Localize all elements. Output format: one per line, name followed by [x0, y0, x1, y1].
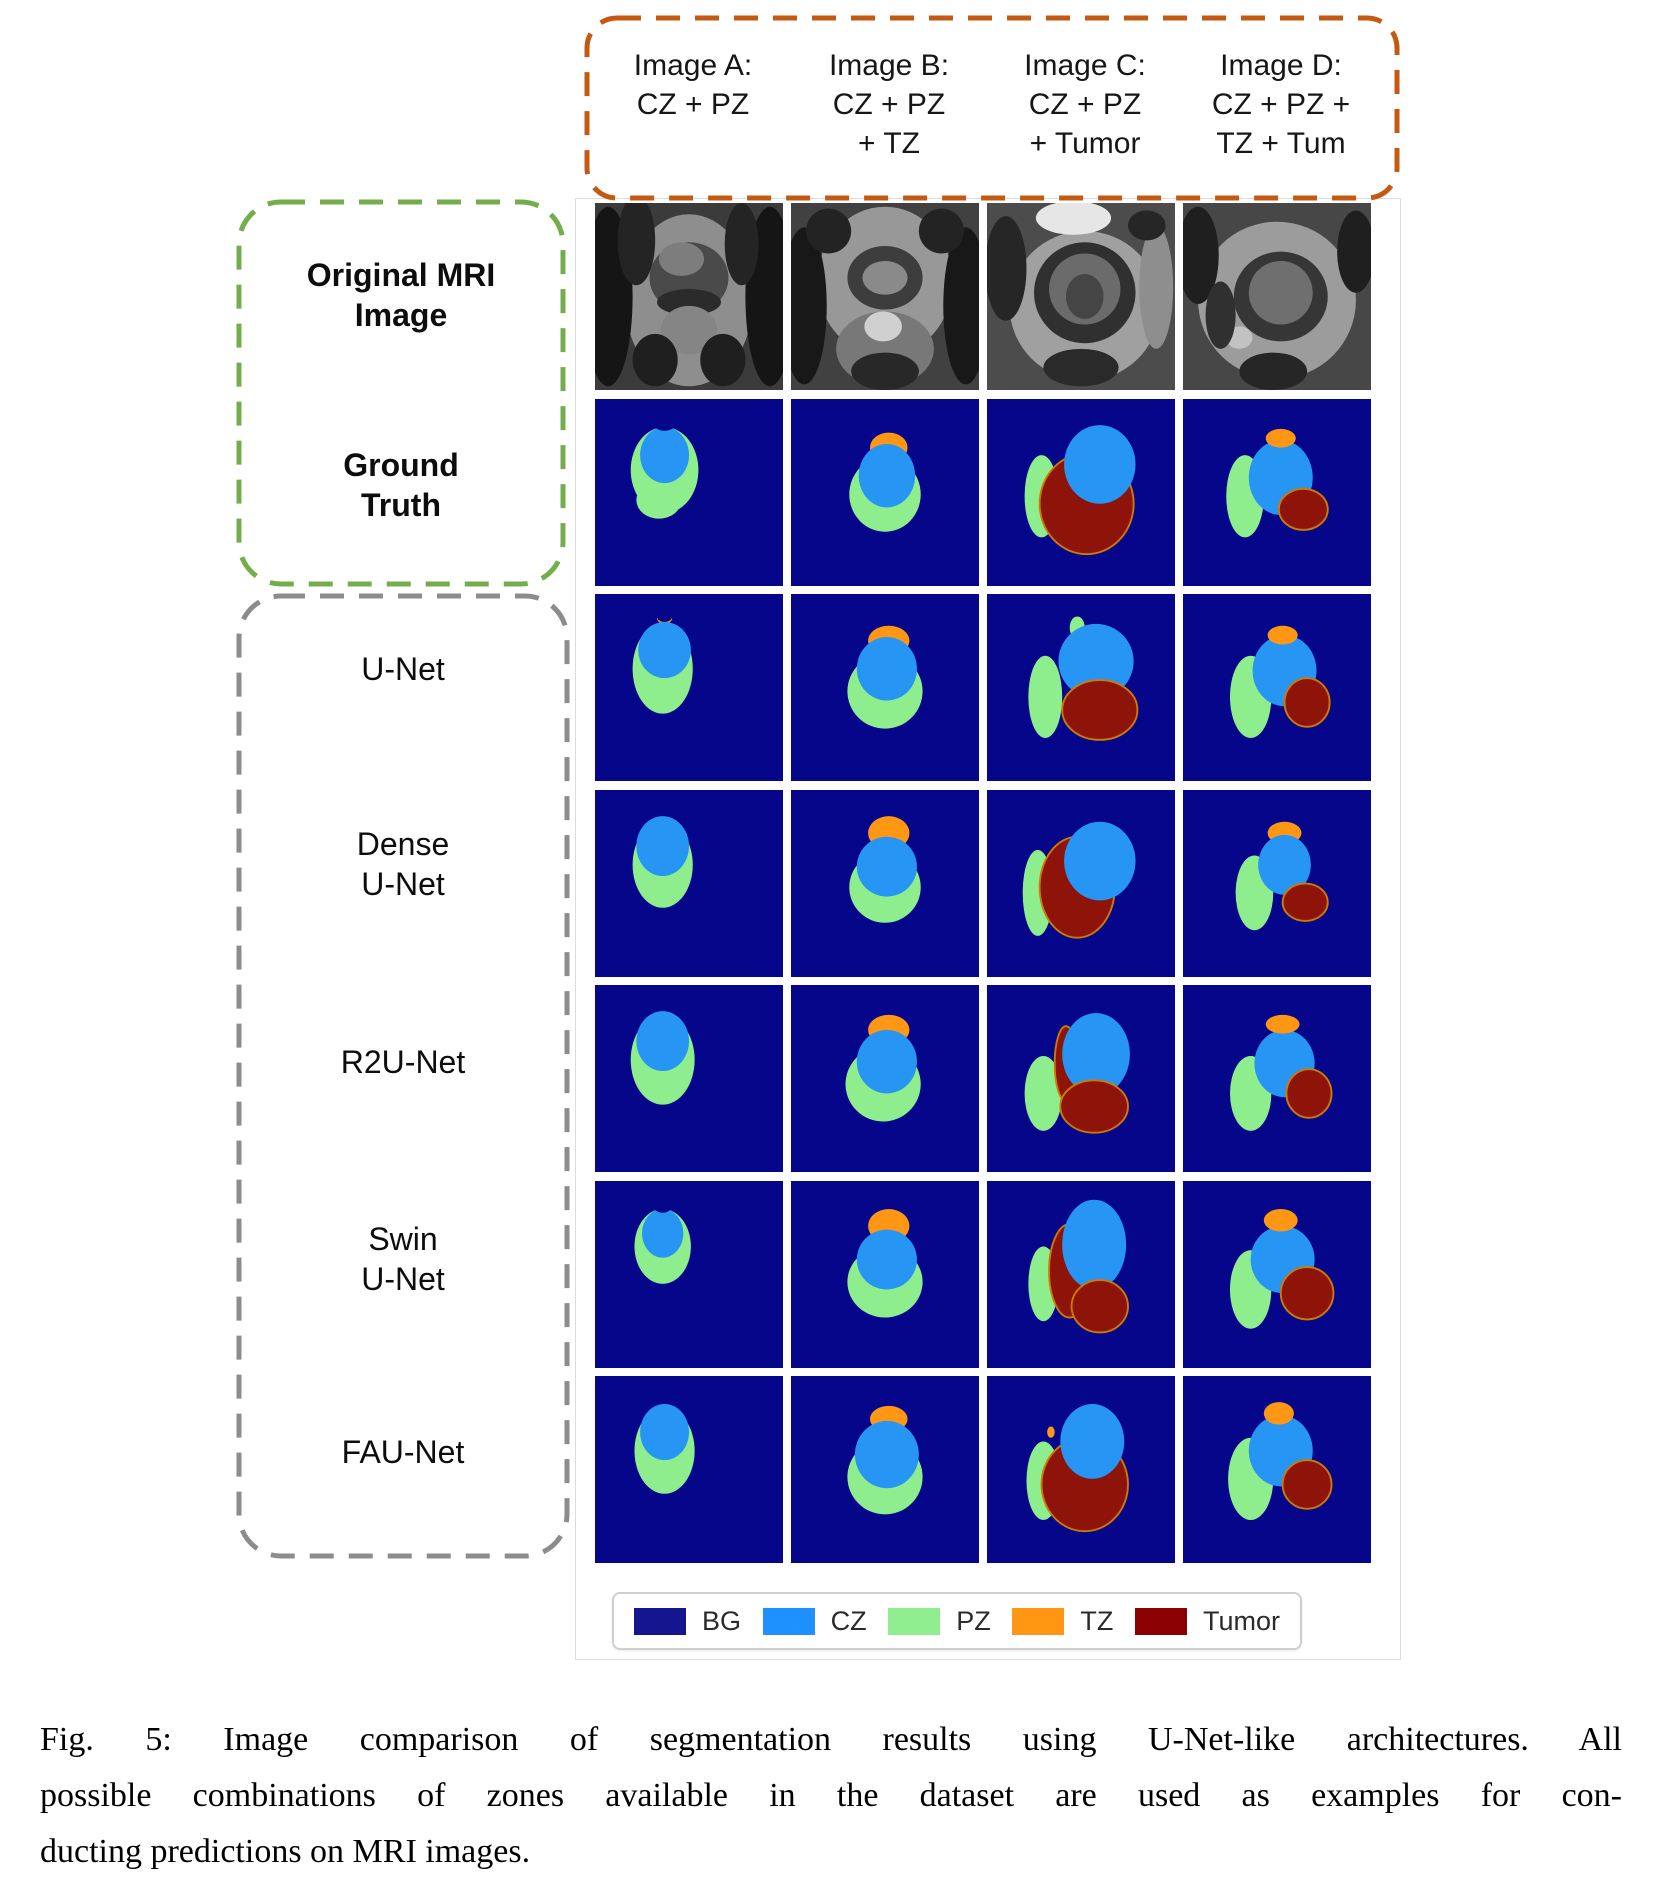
label-model-r2u-net: R2U-Net [340, 1044, 466, 1080]
cell-original-mri-image-a [595, 203, 783, 390]
cell-swin-u-net-image-b [791, 1180, 979, 1368]
segmentation-grid [595, 203, 1371, 1563]
cell-swin-u-net-image-d [1183, 1180, 1371, 1368]
cell-original-mri-image-c [987, 203, 1175, 390]
cell-original-mri-image-d [1183, 203, 1371, 390]
cell-fau-net-image-d [1183, 1376, 1371, 1563]
caption-line-2: possible combinations of zones available… [40, 1777, 1622, 1814]
cell-dense-u-net-image-b [791, 789, 979, 977]
cell-r2u-net-image-b [791, 985, 979, 1172]
header-col-c: Image C:CZ + PZ+ Tumor [1024, 49, 1146, 160]
legend-swatch-bg-icon [634, 1607, 686, 1635]
legend-item-tumor: Tumor [1134, 1605, 1280, 1637]
column-headers: Image A:CZ + PZ Image B:CZ + PZ+ TZ Image … [585, 16, 1397, 198]
legend-label: Tumor [1202, 1605, 1280, 1636]
caption-line-3: ducting predictions on MRI images. [40, 1833, 531, 1870]
label-model-fau-net: FAU-Net [341, 1434, 465, 1470]
cell-u-net-image-c [987, 594, 1175, 781]
legend-item-pz: PZ [888, 1606, 991, 1637]
legend-label: BG [702, 1605, 742, 1636]
legend-item-tz: TZ [1012, 1606, 1113, 1637]
cell-u-net-image-a [595, 594, 783, 781]
cell-fau-net-image-a [595, 1376, 783, 1563]
cell-ground-truth-image-b [791, 398, 979, 586]
legend-label: PZ [956, 1605, 991, 1636]
cell-u-net-image-d [1183, 594, 1371, 781]
legend-label: TZ [1080, 1605, 1114, 1636]
cell-ground-truth-image-c [987, 398, 1175, 586]
legend-swatch-pz-icon [888, 1607, 941, 1635]
legend-swatch-tz-icon [1012, 1607, 1065, 1635]
header-col-d: Image D:CZ + PZ +TZ + Tum [1211, 49, 1351, 160]
cell-r2u-net-image-d [1183, 985, 1371, 1172]
caption-line-1: Fig. 5: Image comparison of segmentation… [40, 1721, 1622, 1758]
legend-swatch-cz-icon [762, 1607, 815, 1635]
legend-label: CZ [830, 1605, 867, 1636]
header-col-b: Image B:CZ + PZ+ TZ [828, 49, 950, 160]
cell-dense-u-net-image-d [1183, 789, 1371, 977]
legend-swatch-tumor-icon [1134, 1607, 1187, 1635]
legend-item-bg: BG [634, 1606, 741, 1637]
cell-dense-u-net-image-a [595, 789, 783, 977]
cell-swin-u-net-image-a [595, 1180, 783, 1368]
cell-original-mri-image-b [791, 203, 979, 390]
header-col-a: Image A:CZ + PZ [633, 49, 753, 121]
cell-ground-truth-image-a [595, 398, 783, 586]
cell-r2u-net-image-c [987, 985, 1175, 1172]
cell-fau-net-image-c [987, 1376, 1175, 1563]
cell-dense-u-net-image-c [987, 789, 1175, 977]
legend: BG CZ PZ TZ Tumor [612, 1592, 1302, 1650]
figure-caption: Fig. 5: Image comparison of segmentation… [40, 1712, 1622, 1880]
cell-fau-net-image-b [791, 1376, 979, 1563]
cell-u-net-image-b [791, 594, 979, 781]
cell-r2u-net-image-a [595, 985, 783, 1172]
cell-ground-truth-image-d [1183, 398, 1371, 586]
legend-item-cz: CZ [762, 1605, 867, 1637]
cell-swin-u-net-image-c [987, 1180, 1175, 1368]
label-model-u-net: U-Net [361, 651, 445, 687]
